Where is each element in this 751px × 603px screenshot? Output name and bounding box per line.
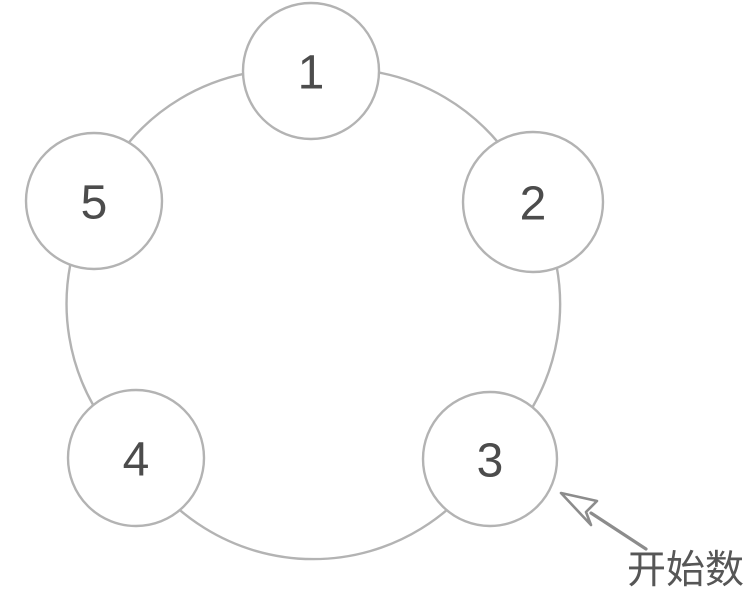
node-5-label: 5 (81, 177, 108, 230)
node-3[interactable]: 3 (421, 390, 559, 528)
node-3-circle[interactable] (421, 390, 559, 528)
node-3-label: 3 (477, 435, 504, 488)
node-2[interactable]: 2 (461, 130, 605, 274)
node-4-circle[interactable] (66, 388, 206, 528)
node-2-circle[interactable] (461, 130, 605, 274)
annotation-label: 开始数 (627, 548, 745, 593)
node-4-label: 4 (123, 434, 150, 487)
annotation-arrow-head (559, 491, 599, 527)
annotation-arrow-icon (559, 491, 648, 551)
node-5-circle[interactable] (24, 131, 164, 271)
node-5[interactable]: 5 (24, 131, 164, 271)
annotation-arrow-shaft (589, 511, 648, 551)
node-4[interactable]: 4 (66, 388, 206, 528)
node-1[interactable]: 1 (241, 1, 381, 141)
node-1-label: 1 (298, 47, 325, 100)
node-1-circle[interactable] (241, 1, 381, 141)
node-2-label: 2 (520, 178, 547, 231)
